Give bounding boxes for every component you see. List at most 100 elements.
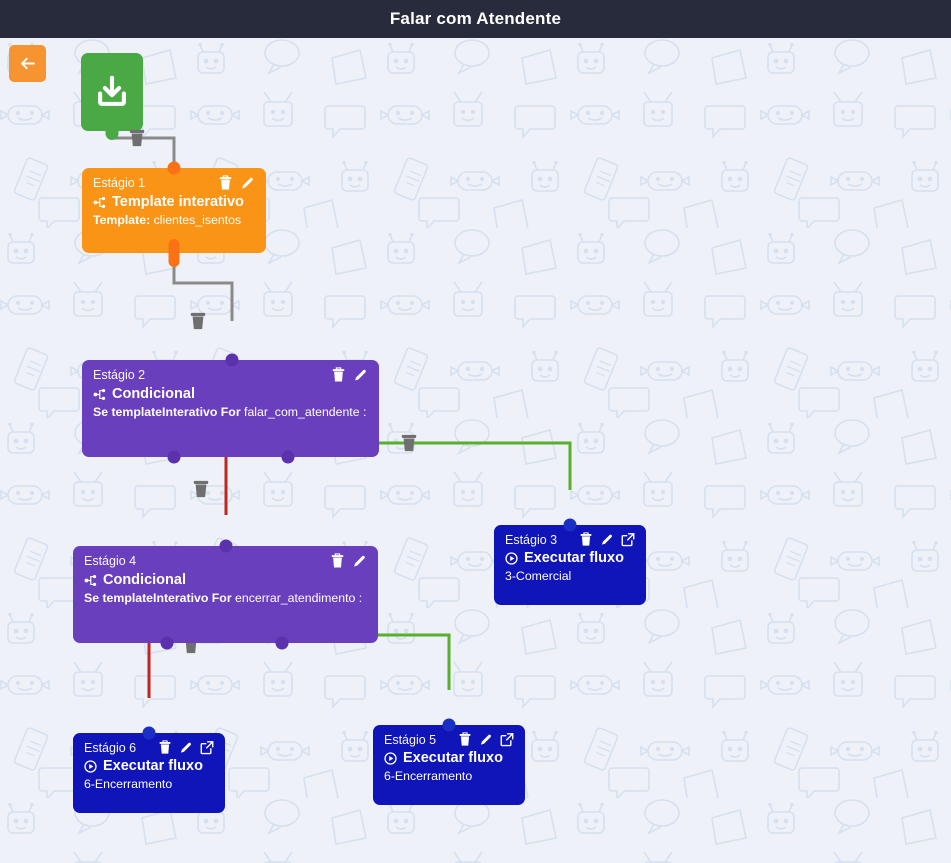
back-button[interactable]: [9, 45, 46, 82]
node-estagio4-header: Estágio 4: [73, 546, 378, 570]
node-estagio1-input-port: [167, 161, 181, 175]
pencil-icon: [242, 177, 253, 189]
node-estagio2-type: Condicional: [93, 386, 368, 402]
node-estagio6-input-port: [142, 726, 156, 740]
node-estagio1-sub-label: Template:: [93, 213, 151, 227]
node-estagio6-type-label: Executar fluxo: [103, 758, 203, 774]
node-estagio3-body: Executar fluxo 3-Comercial: [494, 548, 646, 594]
pencil-icon: [480, 734, 491, 745]
node-estagio4-type: Condicional: [84, 572, 367, 588]
node-estagio3-input-port: [563, 518, 577, 532]
node-estagio2-input-port: [225, 353, 239, 367]
branch-icon: [93, 196, 106, 208]
node-estagio2-stage-label: Estágio 2: [93, 368, 146, 382]
node-estagio5-body: Executar fluxo 6-Encerramento: [373, 748, 525, 794]
edit-button[interactable]: [353, 367, 368, 383]
node-estagio6[interactable]: Estágio 6: [73, 726, 225, 813]
trash-icon: [190, 312, 206, 330]
node-estagio1-type: Template interativo: [93, 194, 255, 210]
node-estagio3[interactable]: Estágio 3: [494, 518, 646, 605]
delete-button[interactable]: [330, 553, 345, 569]
edit-button[interactable]: [352, 553, 367, 569]
trash-icon: [159, 740, 171, 754]
flow-canvas[interactable]: Estágio 1: [0, 38, 951, 863]
trash-icon: [401, 434, 417, 452]
pencil-icon: [180, 742, 191, 753]
node-estagio4-output-false-port: [160, 636, 174, 650]
node-estagio1-actions: [218, 175, 255, 191]
edge-delete-2-false[interactable]: [192, 479, 210, 499]
edit-button[interactable]: [479, 732, 493, 747]
node-estagio3-sub-value: 3-Comercial: [505, 569, 572, 583]
open-flow-button[interactable]: [200, 740, 214, 755]
node-estagio2-header: Estágio 2: [82, 360, 379, 384]
node-estagio6-type: Executar fluxo: [84, 758, 214, 774]
node-estagio3-header: Estágio 3: [494, 525, 646, 548]
node-estagio4-subtitle: Se templateInterativo For encerrar_atend…: [84, 591, 367, 606]
node-estagio1-stage-label: Estágio 1: [93, 176, 146, 190]
node-estagio4[interactable]: Estágio 4: [73, 539, 378, 650]
node-estagio6-sub-value: 6-Encerramento: [84, 777, 173, 791]
trash-icon: [332, 367, 345, 382]
edit-button[interactable]: [600, 532, 614, 547]
inbox-download-icon: [98, 75, 126, 106]
play-circle-icon: [384, 751, 397, 765]
node-estagio5-header: Estágio 5: [373, 725, 525, 748]
node-estagio6-stage-label: Estágio 6: [84, 740, 137, 755]
node-estagio2-body: Condicional Se templateInterativo For fa…: [82, 384, 379, 430]
branch-icon: [84, 574, 97, 586]
node-estagio2-sub-label: Se templateInterativo For: [93, 405, 241, 419]
node-estagio1-sub-value: clientes_isentos: [153, 213, 242, 227]
node-estagio2[interactable]: Estágio 2: [82, 353, 379, 464]
app-header: Falar com Atendente: [0, 0, 951, 38]
node-estagio4-input-port: [219, 539, 233, 553]
node-estagio5-subtitle: 6-Encerramento: [384, 769, 514, 784]
node-estagio6-subtitle: 6-Encerramento: [84, 777, 214, 792]
pencil-icon: [601, 534, 612, 545]
node-estagio2-type-label: Condicional: [112, 386, 195, 402]
node-estagio5-type: Executar fluxo: [384, 750, 514, 766]
delete-button[interactable]: [158, 740, 172, 755]
node-estagio2-subtitle: Se templateInterativo For falar_com_aten…: [93, 405, 368, 420]
open-flow-button[interactable]: [621, 532, 635, 547]
node-estagio4-sub-value: encerrar_atendimento :: [235, 591, 363, 605]
node-estagio1-header: Estágio 1: [82, 168, 266, 192]
external-link-icon: [500, 733, 514, 747]
node-estagio5-stage-label: Estágio 5: [384, 732, 437, 747]
node-estagio5-actions: [458, 732, 514, 747]
node-estagio2-sub-value: falar_com_atendente :: [244, 405, 367, 419]
trash-icon: [580, 532, 592, 546]
edge-delete-2-true[interactable]: [400, 433, 418, 453]
page-title: Falar com Atendente: [389, 9, 562, 28]
node-estagio5[interactable]: Estágio 5: [373, 718, 525, 805]
node-estagio4-stage-label: Estágio 4: [84, 554, 137, 568]
edit-button[interactable]: [240, 175, 255, 191]
node-estagio6-actions: [158, 740, 214, 755]
start-node[interactable]: [81, 53, 143, 140]
node-estagio5-sub-value: 6-Encerramento: [384, 769, 473, 783]
edge-delete-start-to-1[interactable]: [128, 128, 146, 148]
node-estagio1[interactable]: Estágio 1: [82, 161, 266, 267]
trash-icon: [459, 732, 471, 746]
edge-delete-1-to-2[interactable]: [189, 311, 207, 331]
node-estagio2-output-true-port: [281, 450, 295, 464]
delete-button[interactable]: [218, 175, 233, 191]
node-estagio3-stage-label: Estágio 3: [505, 532, 558, 547]
play-circle-icon: [505, 551, 518, 565]
node-estagio2-output-false-port: [167, 450, 181, 464]
node-estagio4-type-label: Condicional: [103, 572, 186, 588]
external-link-icon: [200, 741, 214, 755]
delete-button[interactable]: [331, 367, 346, 383]
node-estagio1-output-port: [168, 239, 180, 267]
node-estagio3-actions: [579, 532, 635, 547]
delete-button[interactable]: [458, 732, 472, 747]
pencil-icon: [355, 369, 366, 381]
node-estagio4-body: Condicional Se templateInterativo For en…: [73, 570, 378, 616]
edit-button[interactable]: [179, 740, 193, 755]
node-estagio3-type-label: Executar fluxo: [524, 550, 624, 566]
open-flow-button[interactable]: [500, 732, 514, 747]
node-estagio1-body: Template interativo Template: clientes_i…: [82, 192, 266, 238]
delete-button[interactable]: [579, 532, 593, 547]
node-estagio1-type-label: Template interativo: [112, 194, 244, 210]
